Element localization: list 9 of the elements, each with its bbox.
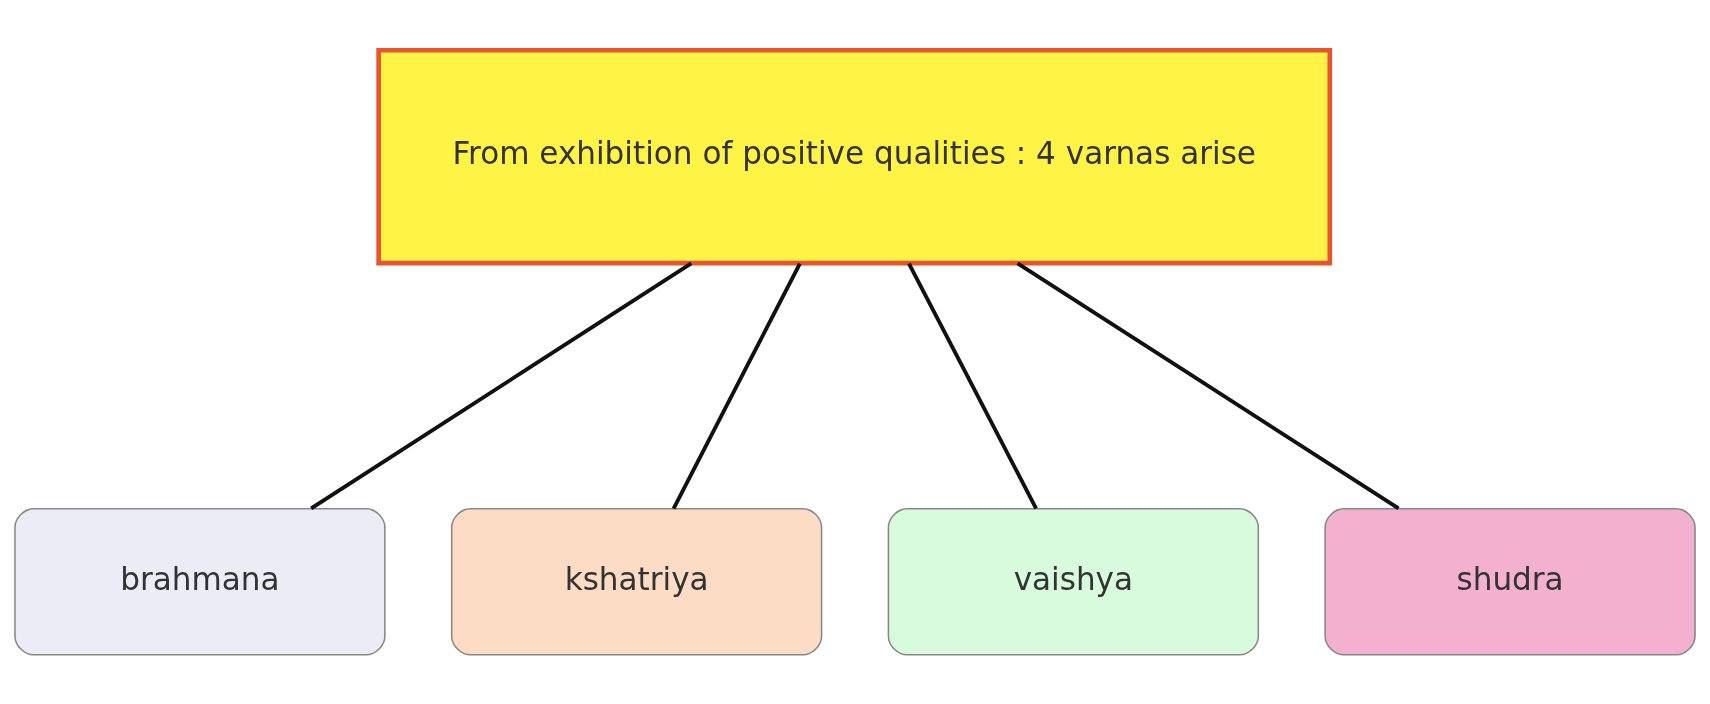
connector [671, 262, 802, 509]
node-box: vaishya [887, 507, 1260, 656]
connector [310, 261, 693, 510]
node-box: shudra [1324, 507, 1696, 656]
connector [907, 262, 1038, 509]
node-box: kshatriya [450, 507, 823, 656]
node-box: brahmana [14, 507, 386, 656]
node-box: From exhibition of positive qualities : 4 varnas arise [376, 47, 1333, 265]
connector [1016, 261, 1400, 510]
